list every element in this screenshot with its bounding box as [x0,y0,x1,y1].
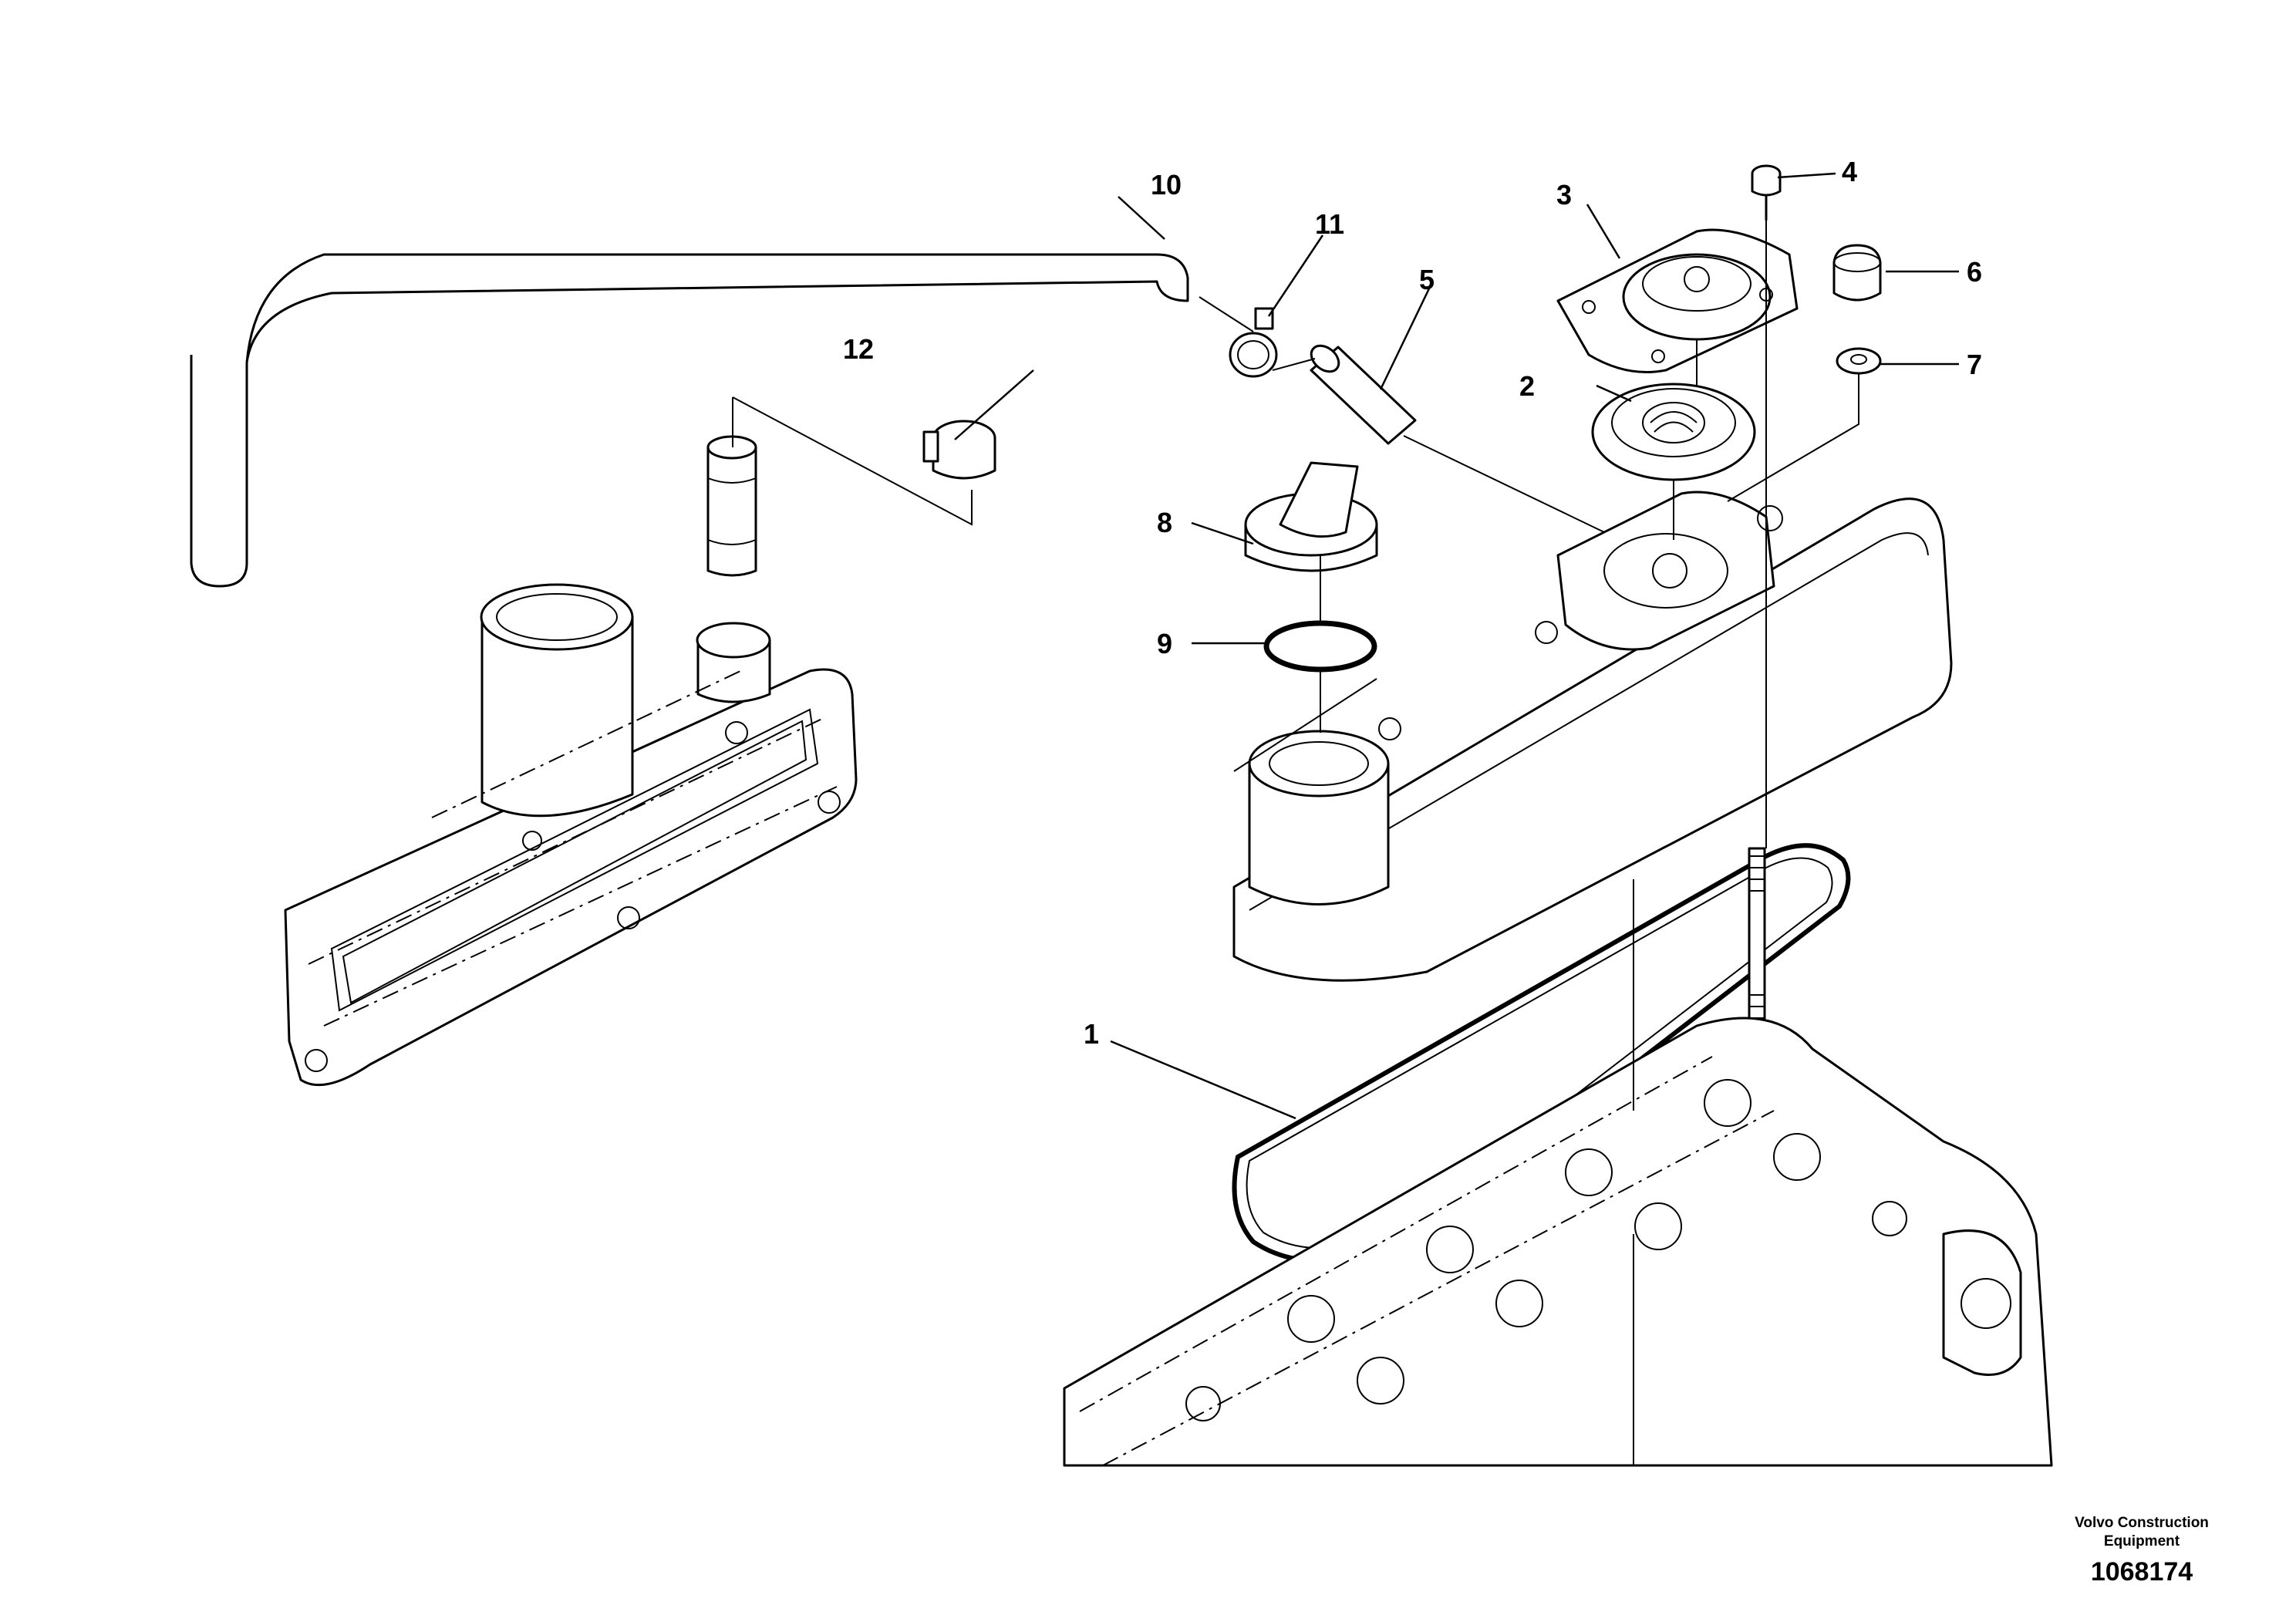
hose-nipple [706,435,757,577]
cylinder-head [1063,1017,2053,1467]
breather-pipe [1310,344,1417,445]
valve-cover [1232,491,1953,982]
breather-cover [1556,228,1799,373]
callout-2: 2 [1519,370,1535,402]
callout-3: 3 [1556,179,1572,211]
callout-11: 11 [1315,208,1344,240]
brand-line-2: Equipment [2103,1533,2180,1549]
hose-clamp-lower [922,420,996,480]
callout-5: 5 [1419,264,1435,295]
drawing-number: 1068174 [2090,1557,2193,1587]
assembly-lines [732,220,1859,1465]
stud [1748,847,1766,1035]
breather-hose [190,253,1189,588]
intake-manifold [284,583,858,1087]
callout-7: 7 [1967,349,1982,380]
callout-1: 1 [1084,1018,1099,1050]
callout-6: 6 [1967,256,1982,288]
washer [1836,347,1882,375]
callout-8: 8 [1157,507,1172,538]
callout-4: 4 [1842,156,1857,187]
callout-9: 9 [1157,628,1172,659]
hose-clamp-upper [1229,307,1278,378]
o-ring [1263,620,1377,673]
screw [1751,164,1782,221]
oil-filler-cap [1244,461,1378,572]
drawing-footer: Volvo Construction Equipment 1068174 [2041,1514,2242,1587]
brand-line-1: Volvo Construction [2075,1515,2209,1531]
cap-nut [1832,244,1882,302]
callouts: 1 2 3 4 5 6 7 8 9 10 11 12 [843,156,1982,1050]
callout-10: 10 [1151,169,1182,201]
callout-leaders [954,172,1959,1120]
callout-12: 12 [843,333,874,365]
breather-element [1591,383,1756,481]
